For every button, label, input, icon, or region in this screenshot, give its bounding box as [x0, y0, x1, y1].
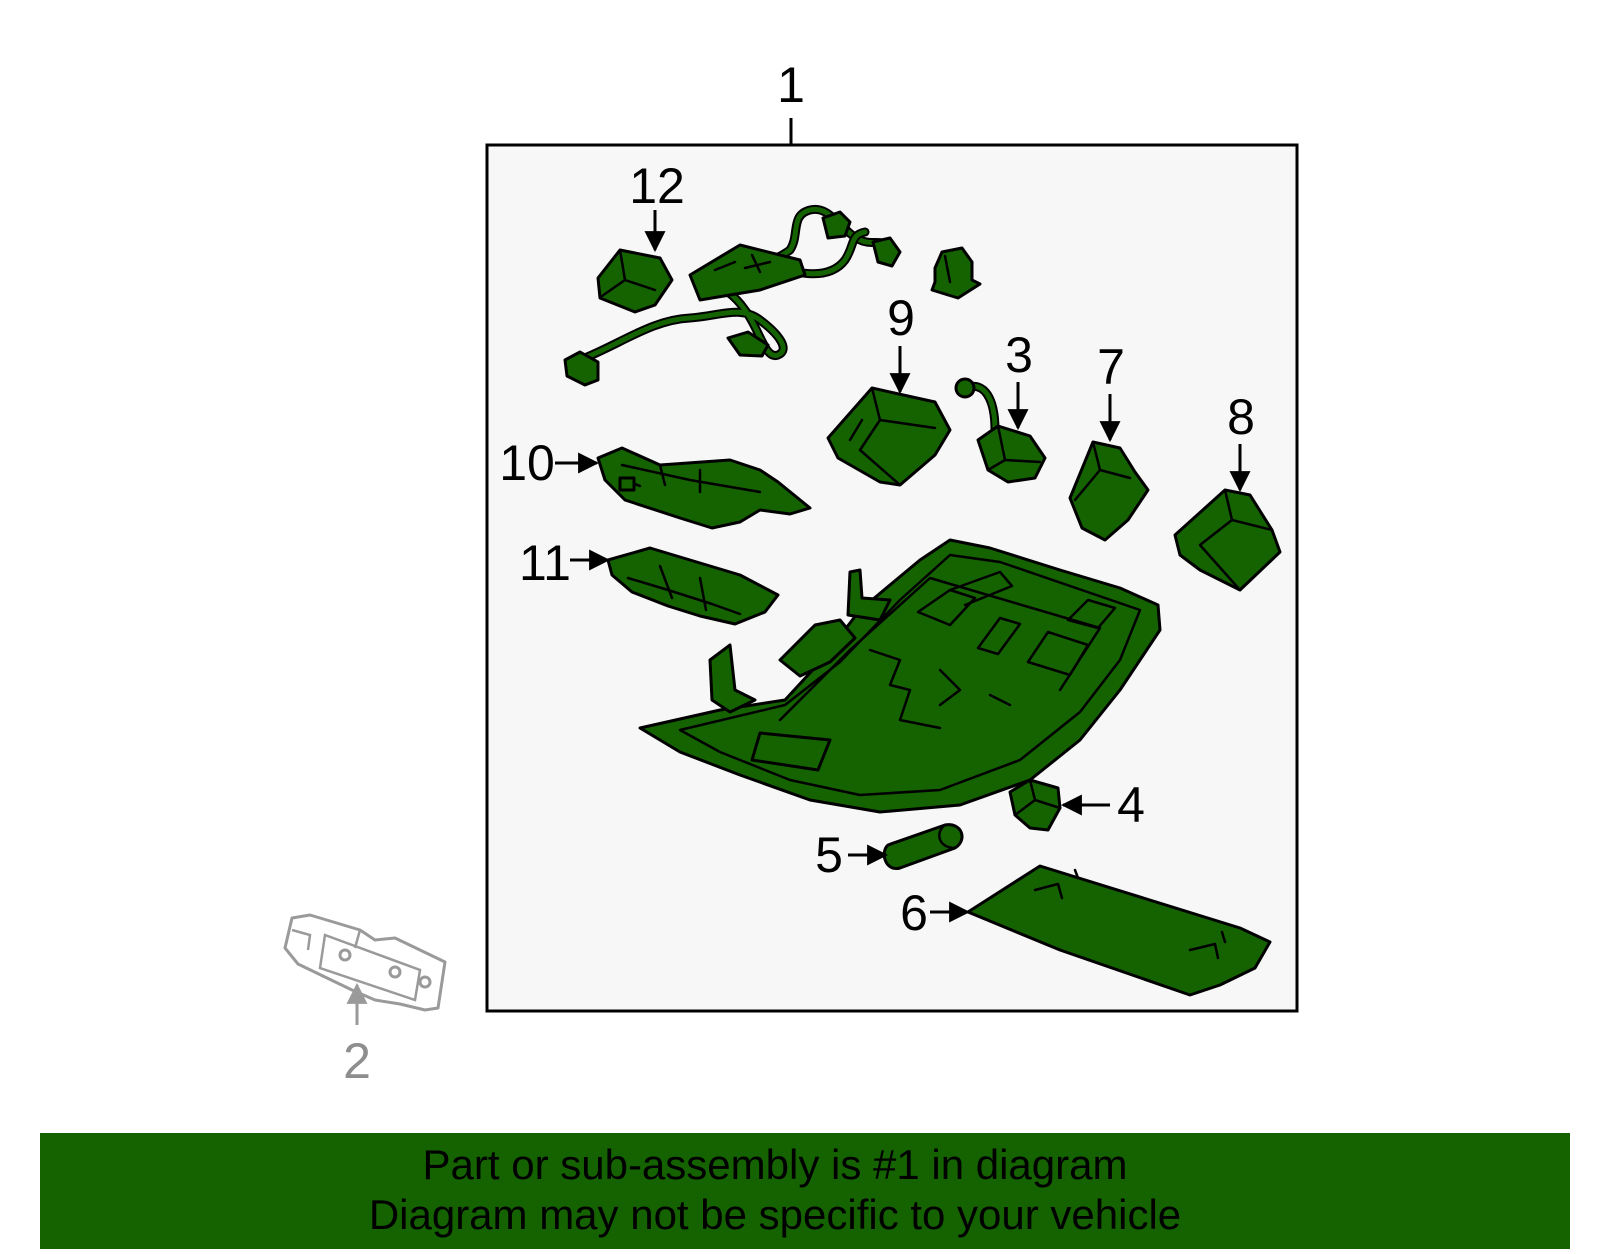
info-banner: Part or sub-assembly is #1 in diagram Di… — [40, 1133, 1570, 1249]
part-6-lens-cover — [966, 864, 1272, 997]
callout-6: 6 — [900, 885, 928, 941]
part-4-small-lens — [1008, 778, 1062, 832]
callout-1: 1 — [777, 57, 805, 113]
part-3-bulb-socket — [954, 377, 1047, 484]
callout-9: 9 — [887, 290, 915, 346]
part-7-lens — [1068, 440, 1150, 542]
callout-7: 7 — [1097, 339, 1125, 395]
harness-clip — [930, 246, 982, 300]
part-11-switch-panel — [606, 546, 780, 626]
callout-2: 2 — [343, 1033, 371, 1089]
callout-11: 11 — [519, 535, 571, 591]
callout-8: 8 — [1227, 389, 1255, 445]
callout-3: 3 — [1005, 327, 1033, 383]
callout-4: 4 — [1117, 777, 1145, 833]
callout-10: 10 — [499, 435, 555, 491]
callout-5: 5 — [815, 827, 843, 883]
callout-12: 12 — [629, 158, 685, 214]
overhead-console-housing — [638, 538, 1162, 814]
banner-line-2: Diagram may not be specific to your vehi… — [368, 1191, 1182, 1238]
part-2-ghost-bracket — [283, 913, 447, 1012]
banner-line-1: Part or sub-assembly is #1 in diagram — [422, 1141, 1128, 1188]
part-12-wiring-harness — [563, 204, 902, 387]
part-10-bracket — [596, 446, 812, 530]
